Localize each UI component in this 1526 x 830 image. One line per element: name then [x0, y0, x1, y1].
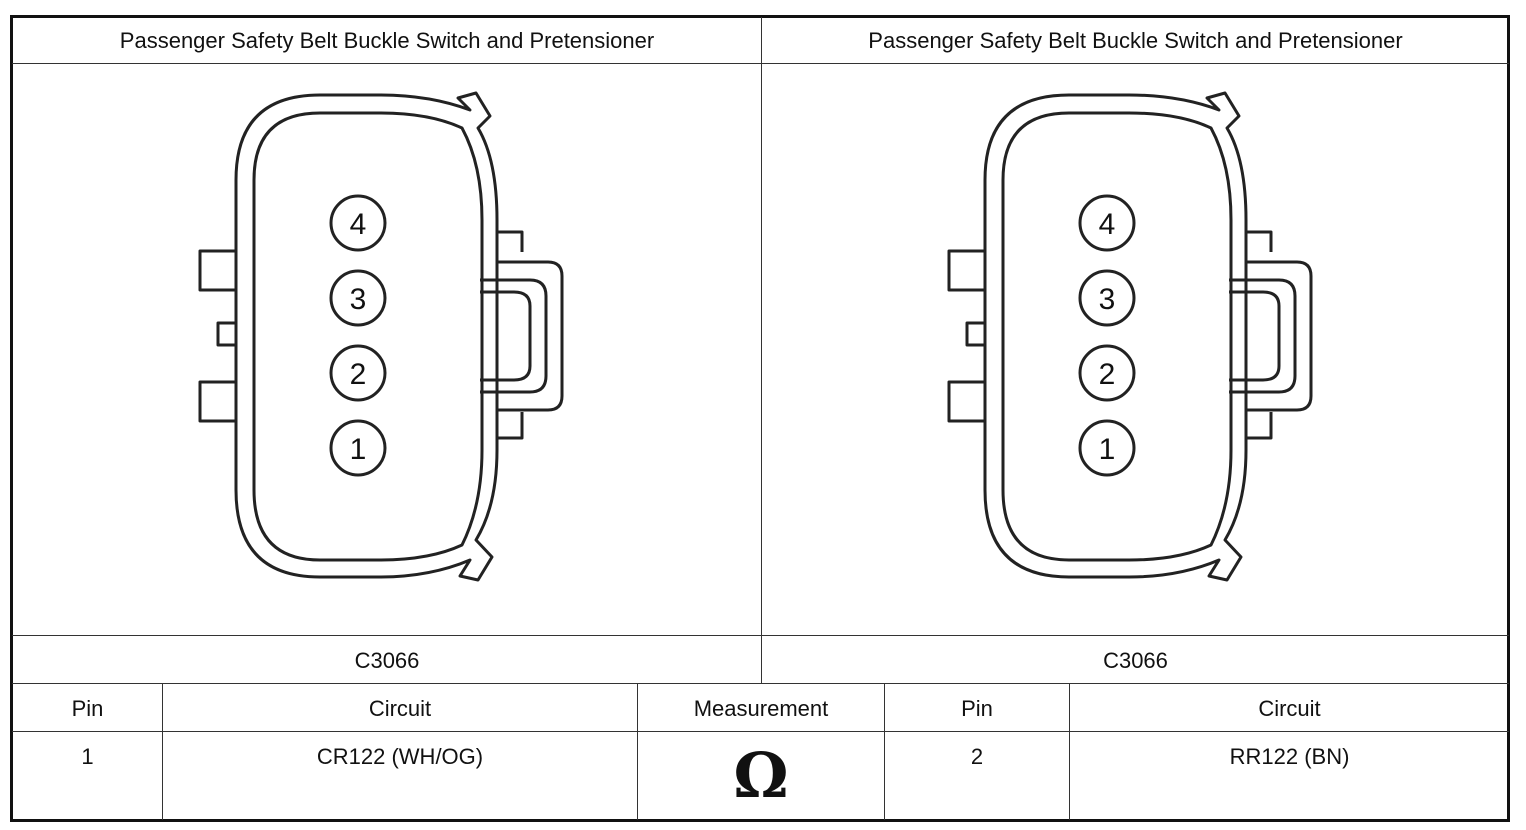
pin-label-4-left: 4 [350, 208, 367, 241]
pin-3-right [1078, 269, 1136, 327]
ohm-icon: Ω [733, 739, 789, 812]
pin-label-2-left: 2 [350, 358, 367, 391]
pin-label-1-left: 1 [350, 433, 367, 466]
cell-circuit-a: CR122 (WH/OG) [316, 744, 484, 769]
header-circuit-b: Circuit [1258, 696, 1321, 721]
divider-col-4 [1069, 683, 1070, 820]
divider-col-1 [162, 683, 163, 820]
pin-label-3-right: 3 [1099, 283, 1116, 316]
panel-title-right: Passenger Safety Belt Buckle Switch and … [868, 28, 1403, 53]
divider-table-row [12, 731, 1509, 732]
connector-id-left: C3066 [354, 648, 420, 673]
divider-table-header [12, 683, 1509, 684]
pin-4-left [329, 194, 387, 252]
divider-col-2 [637, 683, 638, 820]
panel-title-left: Passenger Safety Belt Buckle Switch and … [119, 28, 655, 53]
pin-4-right [1078, 194, 1136, 252]
pin-3-left [329, 269, 387, 327]
header-measurement: Measurement [693, 696, 829, 721]
connector-id-right: C3066 [1103, 648, 1168, 673]
pin-2-right [1078, 344, 1136, 402]
pin-label-2-right: 2 [1099, 358, 1116, 391]
pin-2-left [329, 344, 387, 402]
pin-label-1-right: 1 [1099, 433, 1116, 466]
cell-pin-a: 1 [81, 744, 94, 769]
divider-col-3 [884, 683, 885, 820]
divider-connector-id [12, 635, 1509, 636]
divider-title [12, 63, 1509, 64]
diagram-frame [10, 15, 1510, 822]
header-pin-b: Pin [961, 696, 993, 721]
header-pin-a: Pin [71, 696, 104, 721]
divider-panels [761, 17, 762, 684]
pin-1-left [329, 419, 387, 477]
cell-circuit-b: RR122 (BN) [1229, 744, 1350, 769]
pin-label-3-left: 3 [350, 283, 367, 316]
pin-label-4-right: 4 [1099, 208, 1116, 241]
cell-pin-b: 2 [970, 744, 984, 769]
pin-1-right [1078, 419, 1136, 477]
header-circuit-a: Circuit [368, 696, 432, 721]
